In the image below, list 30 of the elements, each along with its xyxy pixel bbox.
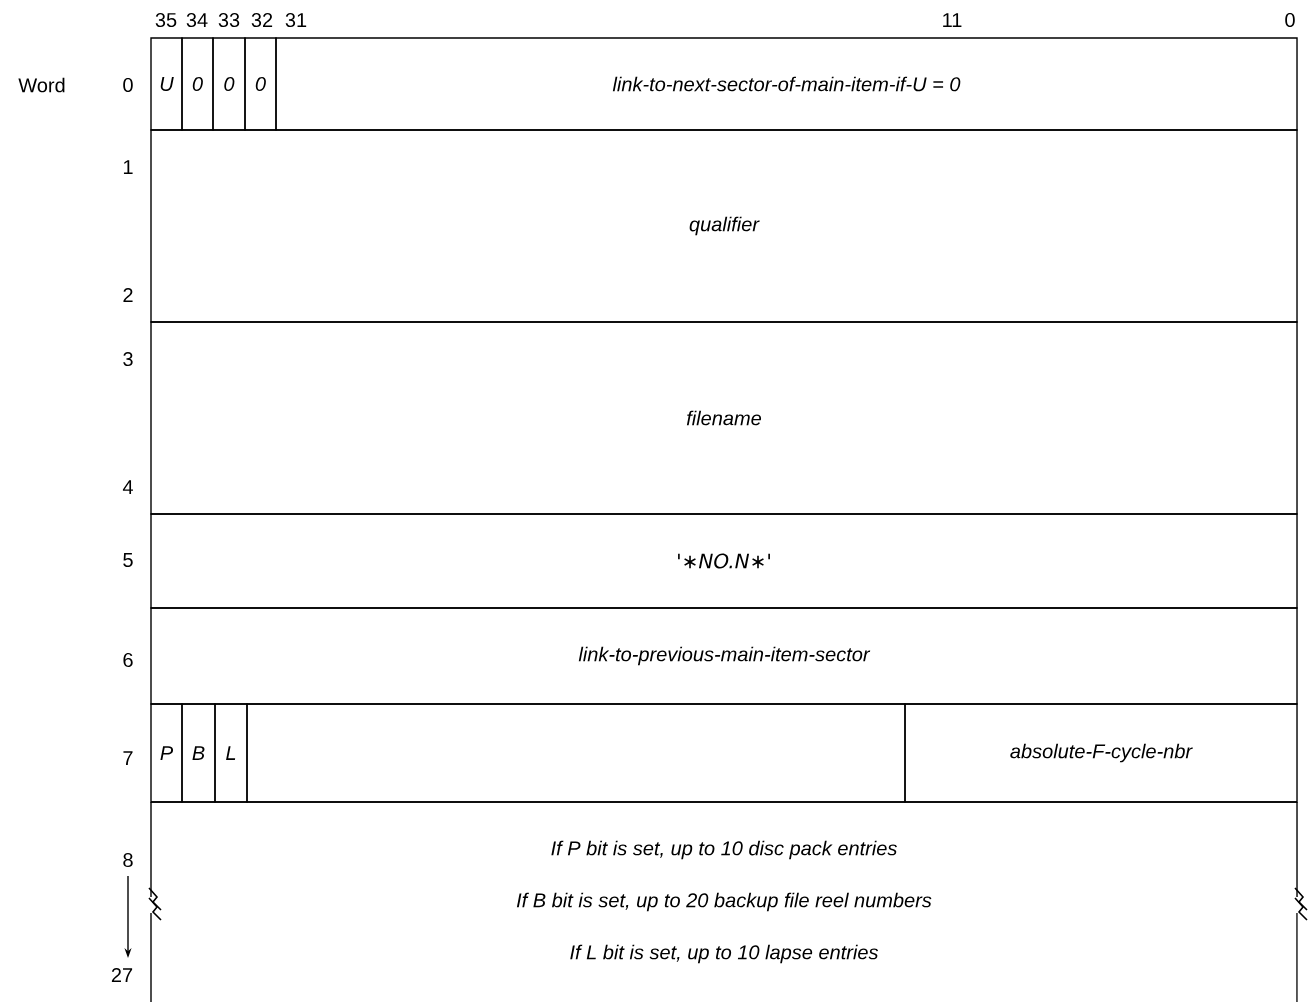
word-number: 5 [123, 553, 133, 567]
row-label: Word [18, 77, 65, 93]
bit-cell: 0 [212, 37, 246, 131]
bit-cell: U [150, 37, 183, 131]
bit-number: 32 [251, 12, 273, 28]
word-number: 8 [123, 852, 133, 868]
word-number: 6 [123, 652, 133, 668]
bit-cell: B [181, 703, 216, 803]
word-number: 4 [122, 480, 133, 494]
word-number: 0 [123, 77, 133, 93]
field-box: filename [150, 321, 1298, 515]
bit-cell: 0 [181, 37, 214, 131]
word-number: 3 [123, 351, 133, 367]
word-number: 1 [123, 160, 133, 174]
field-box: absolute-F-cycle-nbr [904, 703, 1298, 803]
bit-cell: 0 [244, 37, 277, 131]
field-box: qualifier [150, 129, 1298, 323]
field-box: link-to-next-sector-of-main-item-if-U = 0 [275, 37, 1298, 131]
open-field-box: If P bit is set, up to 10 disc pack entries If B bit is set, up to 20 backup file reel numbers If L bit is set, up to 10 lapse entries [148, 801, 1308, 1002]
bit-number: 31 [285, 12, 307, 28]
bit-cell: P [150, 703, 183, 803]
bit-cell: L [214, 703, 248, 803]
field-box [246, 703, 906, 803]
field-box: link-to-previous-main-item-sector [150, 607, 1298, 705]
word-number: 2 [123, 288, 133, 302]
bit-number: 34 [186, 12, 208, 28]
field-box: '∗NO.N∗' [150, 513, 1298, 609]
bit-number: 35 [155, 12, 177, 28]
word-number: 7 [123, 751, 133, 765]
bit-number: 33 [218, 12, 240, 28]
